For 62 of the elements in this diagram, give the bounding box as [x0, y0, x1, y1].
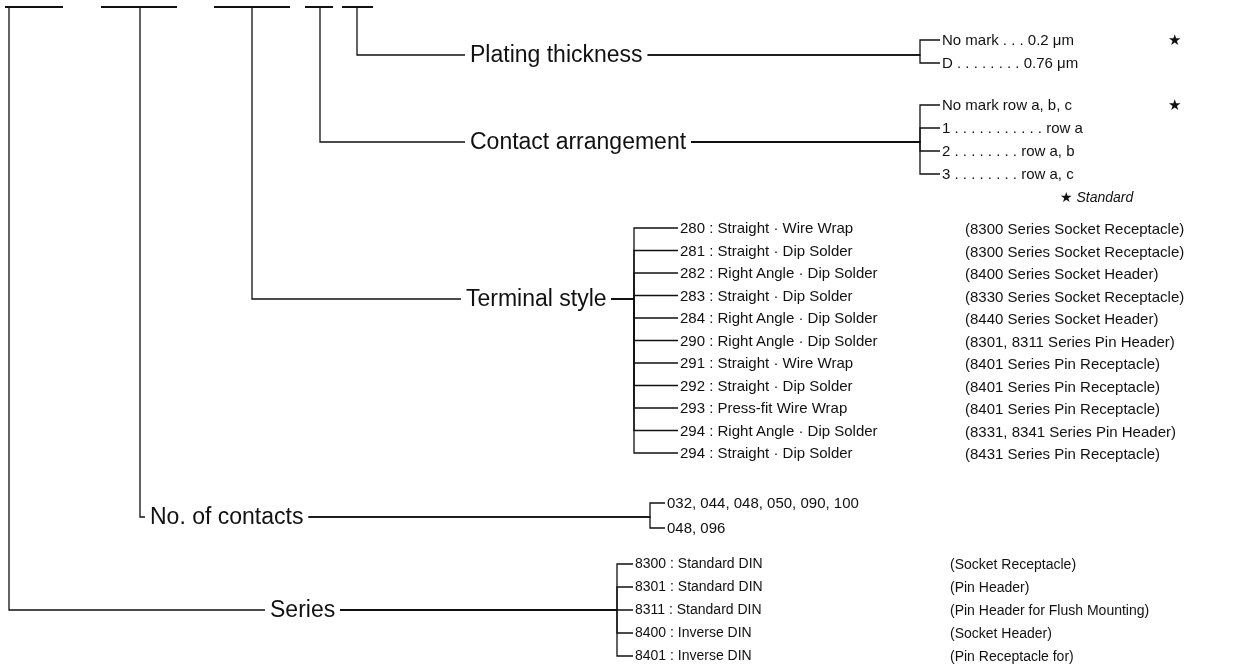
option-label: 1 . . . . . . . . . . . row a	[942, 119, 1083, 137]
category-label: Terminal style	[466, 286, 607, 312]
option-label: 292 : Straight · Dip Solder	[680, 377, 853, 394]
option-label: 290 : Right Angle · Dip Solder	[680, 332, 878, 349]
option-label: 048, 096	[667, 519, 726, 537]
option-label: 282 : Right Angle · Dip Solder	[680, 264, 878, 282]
connector-line	[339, 609, 634, 657]
option-label: 032, 044, 048, 050, 090, 100	[667, 494, 859, 512]
underline-bar	[101, 6, 177, 8]
category-label: Series	[270, 597, 336, 623]
option-label: D . . . . . . . . 0.76 μm	[942, 54, 1079, 72]
series-note: (8301, 8311 Series Pin Header)	[965, 332, 1175, 349]
underline-bar	[342, 6, 373, 8]
type-note: (Pin Receptacle for)	[950, 648, 1074, 664]
option-label: No mark . . . 0.2 μm	[942, 31, 1074, 49]
option-label: No mark row a, b, c	[942, 96, 1073, 114]
underline-bar	[5, 6, 63, 8]
category-label: No. of contacts	[150, 504, 304, 530]
option-label: 3 . . . . . . . . row a, c	[942, 165, 1074, 183]
series-note: (8300 Series Socket Receptacle)	[965, 219, 1185, 237]
connector-line	[690, 141, 941, 175]
type-note: (Socket Header)	[950, 625, 1052, 641]
series-note: (8331, 8341 Series Pin Header)	[965, 422, 1176, 439]
option-label: 2 . . . . . . . . row a, b	[942, 142, 1075, 160]
connector-line	[646, 54, 941, 64]
type-note: (Socket Receptacle)	[950, 556, 1077, 572]
star-mark: ★	[1168, 31, 1182, 49]
option-label: 293 : Press-fit Wire Wrap	[680, 399, 848, 417]
category-label: Plating thickness	[470, 42, 643, 68]
option-label: 294 : Right Angle · Dip Solder	[680, 422, 878, 439]
series-note: (8401 Series Pin Receptacle)	[965, 399, 1161, 417]
connector-line	[307, 516, 666, 529]
underline-bar	[214, 6, 290, 8]
option-label: 8401 : Inverse DIN	[635, 648, 752, 664]
series-note: (8300 Series Socket Receptacle)	[965, 242, 1185, 259]
note-text: ★ Standard	[1060, 189, 1134, 205]
series-note: (8330 Series Socket Receptacle)	[965, 287, 1185, 304]
series-note: (8401 Series Pin Receptacle)	[965, 354, 1161, 372]
type-note: (Pin Header)	[950, 579, 1030, 595]
connector-line	[8, 7, 266, 611]
series-note: (8440 Series Socket Header)	[965, 309, 1159, 327]
connector-line	[139, 7, 146, 518]
category-label: Contact arrangement	[470, 129, 687, 155]
option-label: 283 : Straight · Dip Solder	[680, 287, 853, 304]
option-label: 284 : Right Angle · Dip Solder	[680, 309, 878, 327]
series-note: (8431 Series Pin Receptacle)	[965, 444, 1161, 462]
connector-line	[251, 7, 462, 300]
option-label: 294 : Straight · Dip Solder	[680, 444, 853, 462]
connector-line	[319, 7, 466, 143]
option-label: 8300 : Standard DIN	[635, 556, 763, 572]
option-label: 280 : Straight · Wire Wrap	[680, 219, 854, 237]
series-note: (8401 Series Pin Receptacle)	[965, 377, 1161, 394]
option-label: 8400 : Inverse DIN	[635, 625, 752, 641]
series-note: (8400 Series Socket Header)	[965, 264, 1159, 282]
option-label: 8301 : Standard DIN	[635, 579, 763, 595]
star-mark: ★	[1168, 96, 1182, 114]
underline-bar	[305, 6, 333, 8]
connector-line	[356, 7, 466, 56]
option-label: 291 : Straight · Wire Wrap	[680, 354, 854, 372]
option-label: 8311 : Standard DIN	[635, 602, 762, 618]
type-note: (Pin Header for Flush Mounting)	[950, 602, 1150, 618]
option-label: 281 : Straight · Dip Solder	[680, 242, 853, 259]
